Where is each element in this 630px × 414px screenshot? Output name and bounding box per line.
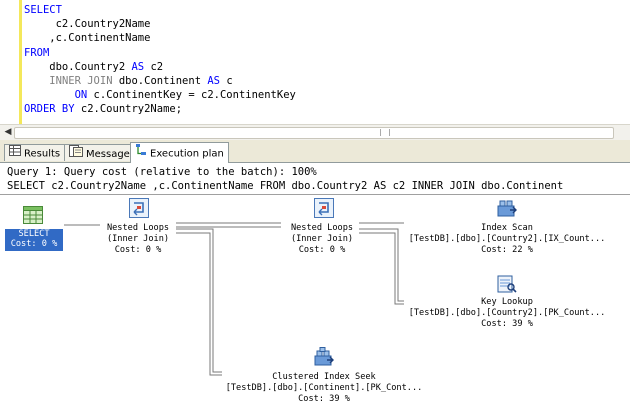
- index-scan-name: Index Scan: [481, 223, 533, 233]
- sql-token: c2: [144, 60, 164, 73]
- sql-line-7: ON c.ContinentKey = c2.ContinentKey: [24, 88, 296, 102]
- clustered-index-seek-icon: [313, 347, 335, 371]
- nested-loops-1-cost: Cost: 0 %: [114, 245, 162, 255]
- key-lookup-icon: [497, 274, 517, 298]
- sql-token: SELECT: [24, 4, 62, 16]
- grid-icon: [9, 145, 21, 162]
- sql-token: AS: [131, 60, 145, 73]
- sql-token: c2.Country2Name: [24, 18, 151, 31]
- sql-line-2: c2.Country2Name: [24, 17, 296, 31]
- sql-line-4: FROM: [24, 46, 296, 60]
- nested-loops-icon: [314, 198, 334, 222]
- nested-loops-1-name: Nested Loops: [106, 223, 170, 233]
- select-node-cost: Cost: 0 %: [10, 239, 58, 249]
- nested-loops-2-cost: Cost: 0 %: [298, 245, 346, 255]
- sql-token: dbo.Country2: [24, 60, 132, 73]
- editor-gutter: [0, 0, 22, 124]
- index-scan-detail: [TestDB].[dbo].[Country2].[IX_Count...: [408, 234, 606, 244]
- sql-line-3: ,c.ContinentName: [24, 31, 296, 45]
- key-lookup-detail: [TestDB].[dbo].[Country2].[PK_Count...: [408, 308, 606, 318]
- sql-token: [24, 75, 49, 87]
- messages-icon: [69, 145, 83, 163]
- results-tab-strip: Results Messages Execution plan: [0, 140, 630, 163]
- sql-token: ON: [74, 89, 88, 102]
- editor-horizontal-scrollbar[interactable]: ◀: [0, 124, 630, 140]
- sql-token: [24, 89, 75, 101]
- sql-token: dbo.Continent: [112, 74, 208, 87]
- select-node-name: SELECT: [18, 229, 50, 239]
- clustered-index-seek-name: Clustered Index Seek: [272, 372, 376, 382]
- sql-line-6: INNER JOIN dbo.Continent AS c: [24, 74, 296, 88]
- execution-plan-pane[interactable]: Query 1: Query cost (relative to the bat…: [0, 163, 630, 414]
- tab-execution-plan[interactable]: Execution plan: [130, 142, 229, 163]
- tab-results-label: Results: [24, 148, 61, 160]
- scrollbar-grip-icon: [380, 129, 390, 136]
- tab-execution-plan-label: Execution plan: [150, 148, 224, 160]
- select-node-highlight: SELECT Cost: 0 %: [5, 229, 63, 251]
- sql-token: AS: [207, 74, 220, 87]
- nested-loops-2-detail: (Inner Join): [290, 234, 354, 244]
- key-lookup-cost: Cost: 39 %: [481, 319, 533, 329]
- select-result-icon: [23, 206, 43, 228]
- sql-token: c: [220, 74, 233, 87]
- execution-plan-icon: [135, 143, 147, 164]
- nested-loops-icon: [129, 198, 149, 222]
- sql-line-5: dbo.Country2 AS c2: [24, 60, 296, 74]
- tab-results[interactable]: Results: [4, 144, 66, 162]
- query-cost-text: Query 1: Query cost (relative to the bat…: [7, 166, 317, 178]
- clustered-index-seek-detail: [TestDB].[dbo].[Continent].[PK_Cont...: [225, 383, 423, 393]
- sql-token: INNER JOIN: [49, 74, 113, 87]
- change-indicator-bar: [19, 0, 22, 124]
- tab-messages[interactable]: Messages: [64, 144, 141, 163]
- nested-loops-1-detail: (Inner Join): [106, 234, 170, 244]
- sql-token: ,c.ContinentName: [24, 32, 151, 45]
- header-divider: [0, 194, 630, 195]
- clustered-index-seek-cost: Cost: 39 %: [298, 394, 350, 404]
- sql-token: FROM: [24, 46, 50, 59]
- sql-token: c2.Country2Name;: [74, 103, 183, 116]
- scroll-left-arrow-icon[interactable]: ◀: [4, 127, 12, 137]
- plan-connector-lines: [64, 222, 404, 376]
- nested-loops-2-name: Nested Loops: [290, 223, 354, 233]
- query-text: SELECT c2.Country2Name ,c.ContinentName …: [7, 180, 564, 192]
- tab-messages-label: Messages: [86, 149, 136, 160]
- sql-token: ORDER BY: [24, 103, 75, 116]
- sql-line-1: SELECT: [24, 3, 296, 17]
- sql-token: c.ContinentKey = c2.ContinentKey: [87, 89, 296, 102]
- index-scan-icon: [496, 198, 518, 222]
- index-scan-cost: Cost: 22 %: [481, 245, 533, 255]
- key-lookup-name: Key Lookup: [481, 297, 533, 307]
- scrollbar-thumb[interactable]: [14, 127, 614, 139]
- sql-line-8: ORDER BY c2.Country2Name;: [24, 102, 296, 116]
